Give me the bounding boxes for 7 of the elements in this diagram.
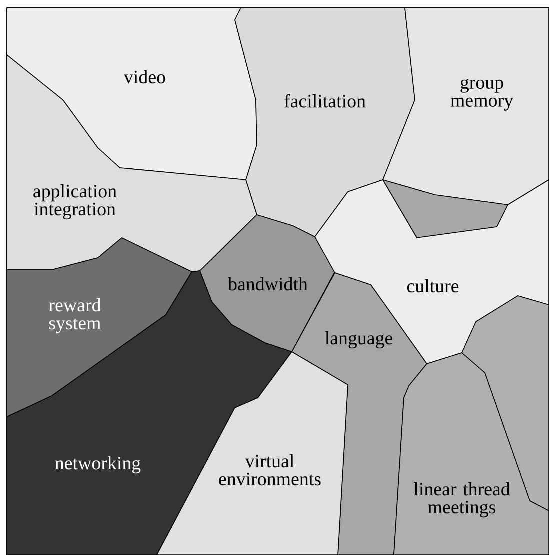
map-region: facilitation <box>234 8 416 238</box>
map-region: video <box>6 8 258 180</box>
map-region: virtual environments <box>156 352 348 555</box>
map-region <box>382 180 508 238</box>
map-region: group memory <box>382 8 549 206</box>
map-region: reward system <box>6 238 192 418</box>
map-region: linear thread meetings <box>394 352 549 555</box>
